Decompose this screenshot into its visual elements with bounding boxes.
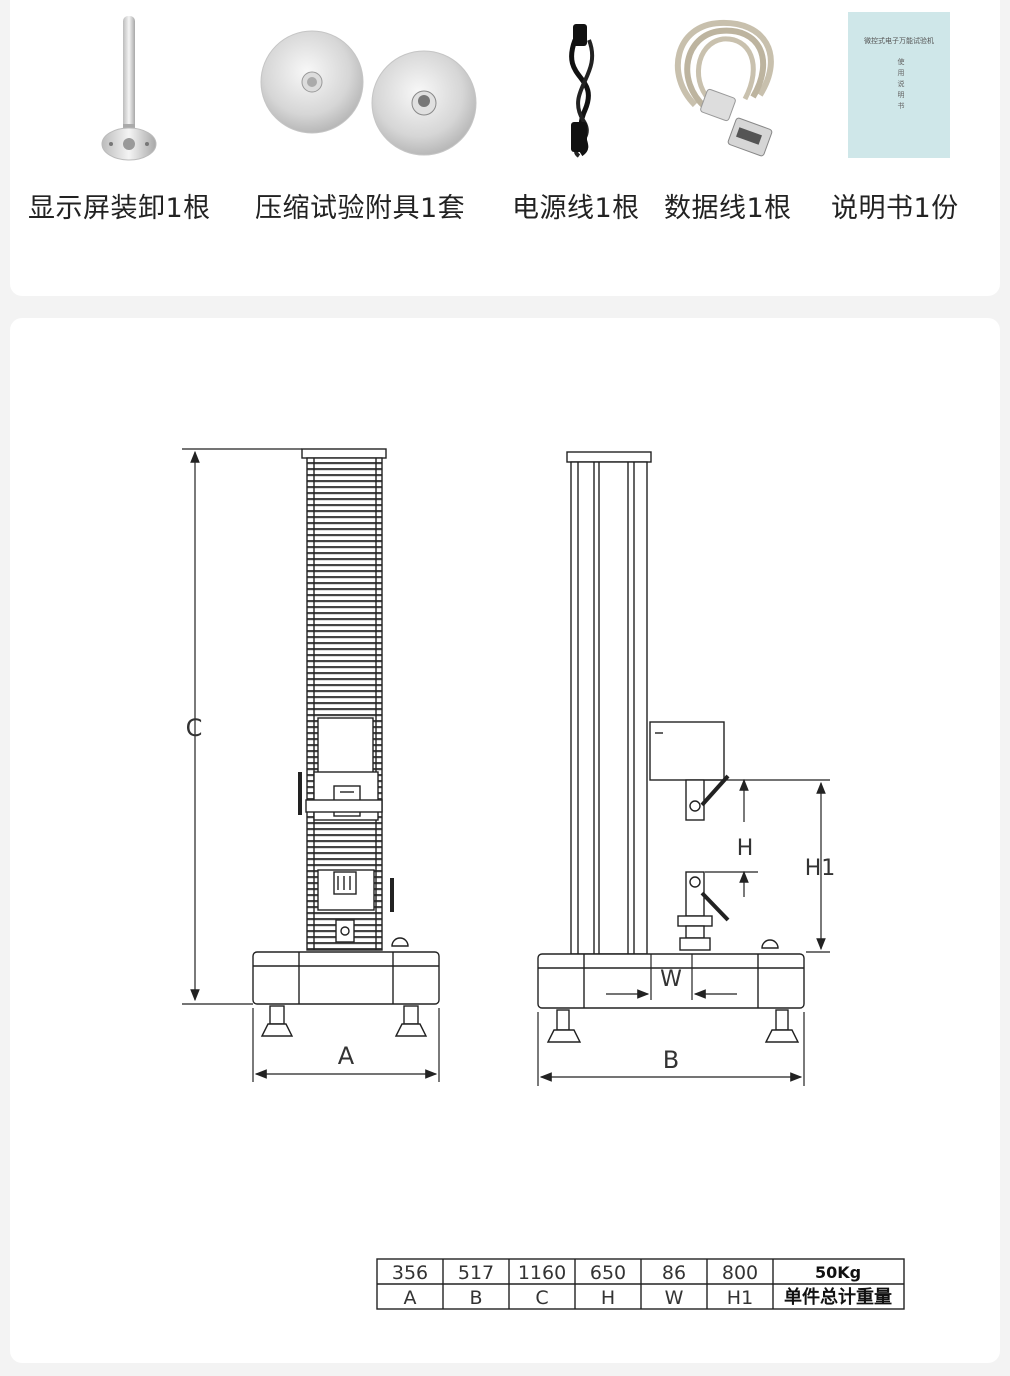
manual-cover-title: 微控式电子万能试验机 <box>864 36 934 45</box>
spec-table <box>376 1258 905 1310</box>
dimension-label-b: B <box>663 1046 679 1074</box>
side-dimensions <box>537 778 830 1086</box>
dimension-label-h1: H1 <box>805 856 836 881</box>
spec-value-c: 1160 <box>518 1262 566 1284</box>
dimension-label-c: C <box>186 714 203 742</box>
spec-value-h1: 800 <box>722 1262 758 1284</box>
manual-cover-line: 明 <box>898 91 905 99</box>
spec-key-a: A <box>404 1287 417 1309</box>
spec-key-h: H <box>601 1287 615 1309</box>
display-mount-rod-icon <box>101 16 157 161</box>
spec-key-w: W <box>665 1287 684 1309</box>
manual-icon: 微控式电子万能试验机 使 用 说 明 书 <box>848 12 950 158</box>
accessories-card: 微控式电子万能试验机 使 用 说 明 书 显示屏装卸1根 压缩试验附具1套 电源… <box>10 0 1000 296</box>
dimension-label-a: A <box>338 1042 355 1070</box>
spec-value-w: 86 <box>662 1262 686 1284</box>
spec-value-h: 650 <box>590 1262 626 1284</box>
spec-key-b: B <box>469 1287 482 1309</box>
manual-cover-line: 使 <box>898 57 905 66</box>
spec-value-a: 356 <box>392 1262 428 1284</box>
spec-value-b: 517 <box>458 1262 494 1284</box>
spec-key-h1: H1 <box>727 1287 753 1309</box>
manual-cover-line: 说 <box>898 79 905 88</box>
manual-cover-line: 用 <box>898 69 905 77</box>
spec-weight-label: 单件总计重量 <box>784 1286 892 1308</box>
technical-drawing: C A <box>182 448 905 1310</box>
spec-weight-value: 50Kg <box>815 1263 861 1282</box>
front-dimensions <box>182 448 440 1082</box>
spec-key-c: C <box>535 1287 548 1309</box>
accessory-label: 电源线1根 <box>512 193 640 224</box>
front-view <box>252 448 440 1037</box>
accessory-label: 数据线1根 <box>664 193 792 224</box>
compression-plates-icon <box>260 30 477 156</box>
side-view <box>537 451 805 1043</box>
accessory-label: 压缩试验附具1套 <box>255 193 466 224</box>
dimension-label-h: H <box>737 836 754 861</box>
data-cable-icon <box>674 19 774 157</box>
accessory-label: 显示屏装卸1根 <box>28 193 211 224</box>
dimension-label-w: W <box>660 967 682 992</box>
power-cord-icon <box>569 24 595 158</box>
accessory-label: 说明书1份 <box>831 193 959 224</box>
manual-cover-line: 书 <box>898 101 905 110</box>
diagram-card: C A <box>10 318 1000 1363</box>
